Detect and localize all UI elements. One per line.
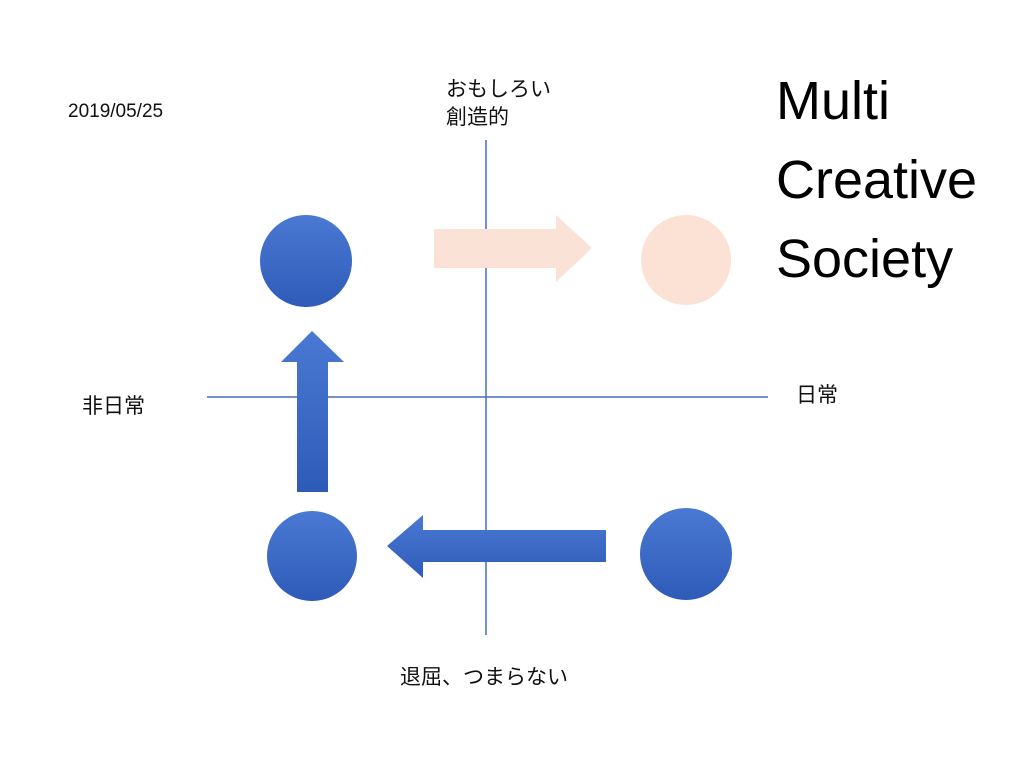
axis-label-bottom: 退屈、つまらない [400, 665, 568, 689]
circle-bottom-left [267, 511, 357, 601]
axis-label-top-line: おもしろい [446, 77, 551, 101]
slide-title: Multi Creative Society [776, 62, 977, 299]
arrow-bottom-right-to-left [387, 515, 606, 578]
axis-label-top: おもしろい 創造的 [446, 75, 551, 131]
axis-label-left: 非日常 [82, 394, 145, 418]
arrow-bottom-left-to-top [281, 331, 344, 492]
title-line: Creative [776, 150, 978, 210]
title-line: Multi [776, 71, 891, 131]
title-line: Society [776, 229, 954, 289]
circle-top-left [260, 215, 352, 307]
axis-label-top-line: 創造的 [446, 105, 509, 129]
arrow-top-left-to-right [434, 215, 592, 282]
circle-top-right [641, 215, 731, 305]
circle-bottom-right [640, 508, 732, 600]
axis-label-right: 日常 [796, 383, 838, 407]
date-label: 2019/05/25 [68, 101, 164, 122]
